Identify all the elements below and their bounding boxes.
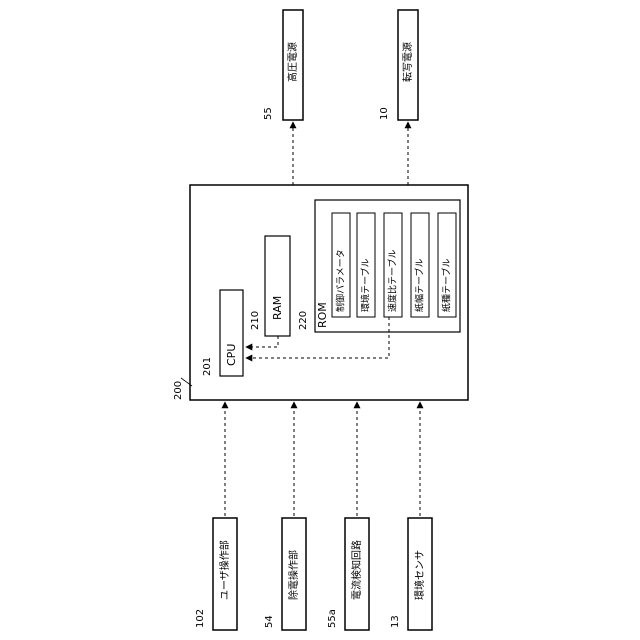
transfer-power-block: 転写電源 10 [379,10,418,120]
rom-label: ROM [316,302,329,328]
ram-label: RAM [271,296,284,320]
controller-ref: 200 [173,381,184,400]
input-ref: 102 [195,609,206,628]
input-label: 除電操作部 [287,550,300,600]
transfer-power-ref: 10 [379,107,390,120]
input-label: 電流検知回路 [350,540,363,600]
high-voltage-power-ref: 55 [263,107,274,120]
input-label: 環境センサ [413,550,426,600]
controller-block: 200 CPU 201 RAM 210 ROM 220 制御パラメータ 環境テーブ… [173,185,468,400]
input-ref: 13 [390,615,401,628]
rom-table-label: 紙種テーブル [441,259,453,312]
rom-table-label: 制御パラメータ [335,249,347,312]
rom-ref: 220 [298,311,309,330]
ram-ref: 210 [250,311,261,330]
input-block: 除電操作部 54 [264,402,306,630]
high-voltage-power-label: 高圧電源 [286,42,299,82]
rom-table-label: 環境テーブル [360,259,372,312]
rom-table-label: 速度比テーブル [387,250,399,312]
input-block: ユーザ操作部 102 [195,402,237,630]
input-block: 環境センサ 13 [390,402,432,630]
input-blocks: ユーザ操作部 102 除電操作部 54 電流検知回路 55a 環境センサ 13 [195,402,432,630]
input-block: 電流検知回路 55a [327,402,369,630]
cpu-ref: 201 [202,357,213,376]
high-voltage-power-block: 高圧電源 55 [263,10,303,120]
rom-table-label: 紙幅テーブル [414,259,426,312]
input-ref: 55a [327,609,338,628]
input-ref: 54 [264,615,275,628]
input-label: ユーザ操作部 [218,540,231,600]
transfer-power-label: 転写電源 [401,42,414,82]
ram-box [265,236,290,336]
cpu-label: CPU [225,344,238,366]
